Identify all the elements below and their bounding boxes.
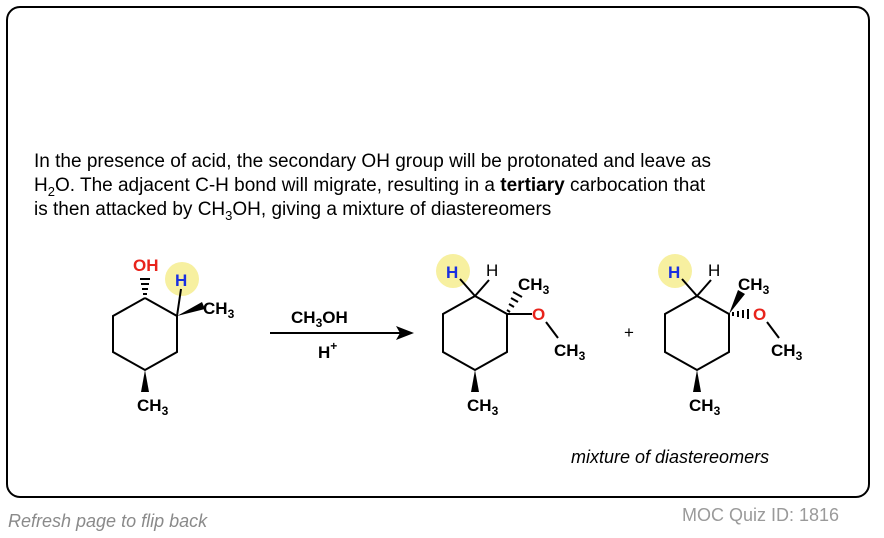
reactant-h-label: H [175, 271, 187, 290]
reactant-h-highlight [165, 262, 199, 296]
reaction-arrow-group: CH3OH H+ [270, 308, 414, 362]
reactant-ch-bond [176, 288, 182, 317]
product1-ch-bond-a [459, 278, 476, 297]
product2-methyl-wedge [729, 290, 745, 314]
product1-methyl-top: CH3 [518, 275, 550, 297]
product2-ring [664, 295, 730, 372]
diastereomers-caption: mixture of diastereomers [571, 447, 770, 467]
product2-methyl-bottom: CH3 [689, 396, 721, 418]
product1-h-plain-label: H [486, 261, 498, 280]
plus-sign: + [624, 323, 634, 342]
reactant-oh-hashed-bond [140, 278, 150, 295]
product2-o-hashed-bond [732, 309, 749, 319]
reactant-methyl-wedge [177, 302, 205, 316]
product2-methyl-top: CH3 [738, 275, 770, 297]
reaction-arrow-head [396, 326, 414, 340]
product1-methyl-hashed-bond [506, 291, 523, 313]
product1-methyl-bottom: CH3 [467, 396, 499, 418]
product2-och3-bond [766, 321, 780, 339]
product1-ring [442, 295, 508, 372]
product1-ch-bond-b [474, 279, 490, 297]
reactant-oh-label: OH [133, 256, 159, 275]
reactant-molecule: OH H CH3 CH3 [112, 256, 235, 418]
product1-oxygen: O [532, 305, 545, 324]
product2-bottom-wedge [693, 370, 701, 392]
reactant-methyl-right: CH3 [203, 299, 235, 321]
product2-molecule: H H CH3 O CH3 CH3 [658, 254, 803, 418]
reagent-label: CH3OH [291, 308, 348, 330]
product1-molecule: H H CH3 O CH3 CH3 [436, 254, 586, 418]
product2-h-plain-label: H [708, 261, 720, 280]
product2-h-highlight-label: H [668, 263, 680, 282]
refresh-hint: Refresh page to flip back [8, 511, 208, 531]
product1-h-highlight-label: H [446, 263, 458, 282]
emphasis-tertiary: tertiary [500, 175, 565, 196]
product1-bottom-wedge [471, 370, 479, 392]
quiz-id: MOC Quiz ID: 1816 [682, 505, 840, 525]
product2-ch-bond-a [681, 278, 698, 297]
reactant-bottom-wedge [141, 370, 149, 392]
reactant-ring [112, 297, 178, 372]
product1-och3-bond [545, 321, 559, 339]
explanation-text: In the presence of acid, the secondary O… [34, 151, 712, 223]
flip-card[interactable] [6, 6, 870, 498]
product2-ch-bond-b [696, 279, 712, 297]
product1-methoxy-methyl: CH3 [554, 341, 586, 363]
product2-methoxy-methyl: CH3 [771, 341, 803, 363]
reactant-methyl-bottom: CH3 [137, 396, 169, 418]
product2-oxygen: O [753, 305, 766, 324]
catalyst-label: H+ [318, 339, 337, 362]
